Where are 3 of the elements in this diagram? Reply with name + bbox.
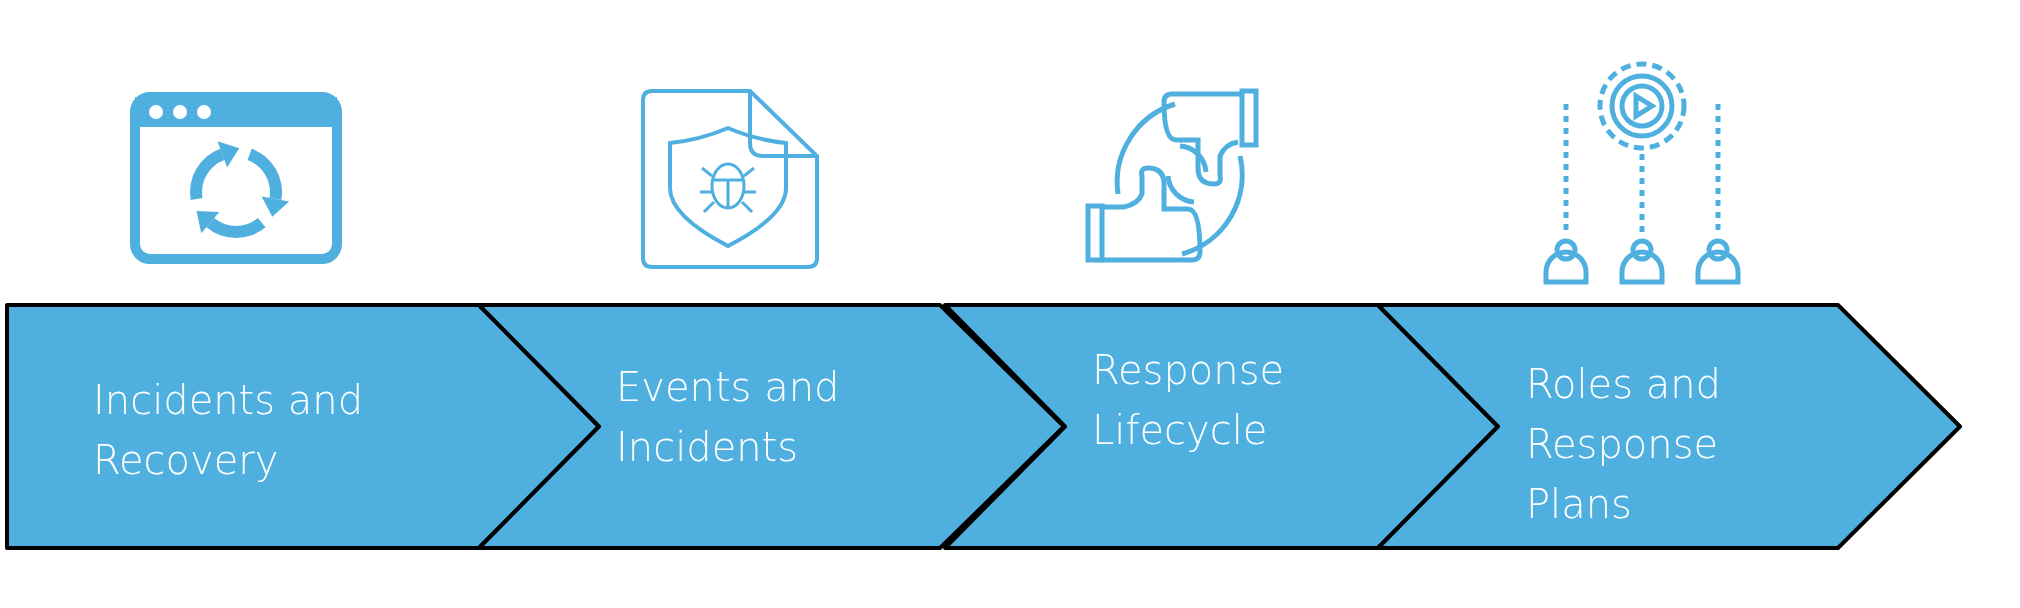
step-label: Response Lifecycle bbox=[1092, 346, 1286, 455]
step-label: Events and Incidents bbox=[616, 363, 841, 472]
step-label: Roles and Response Plans bbox=[1526, 360, 1722, 529]
